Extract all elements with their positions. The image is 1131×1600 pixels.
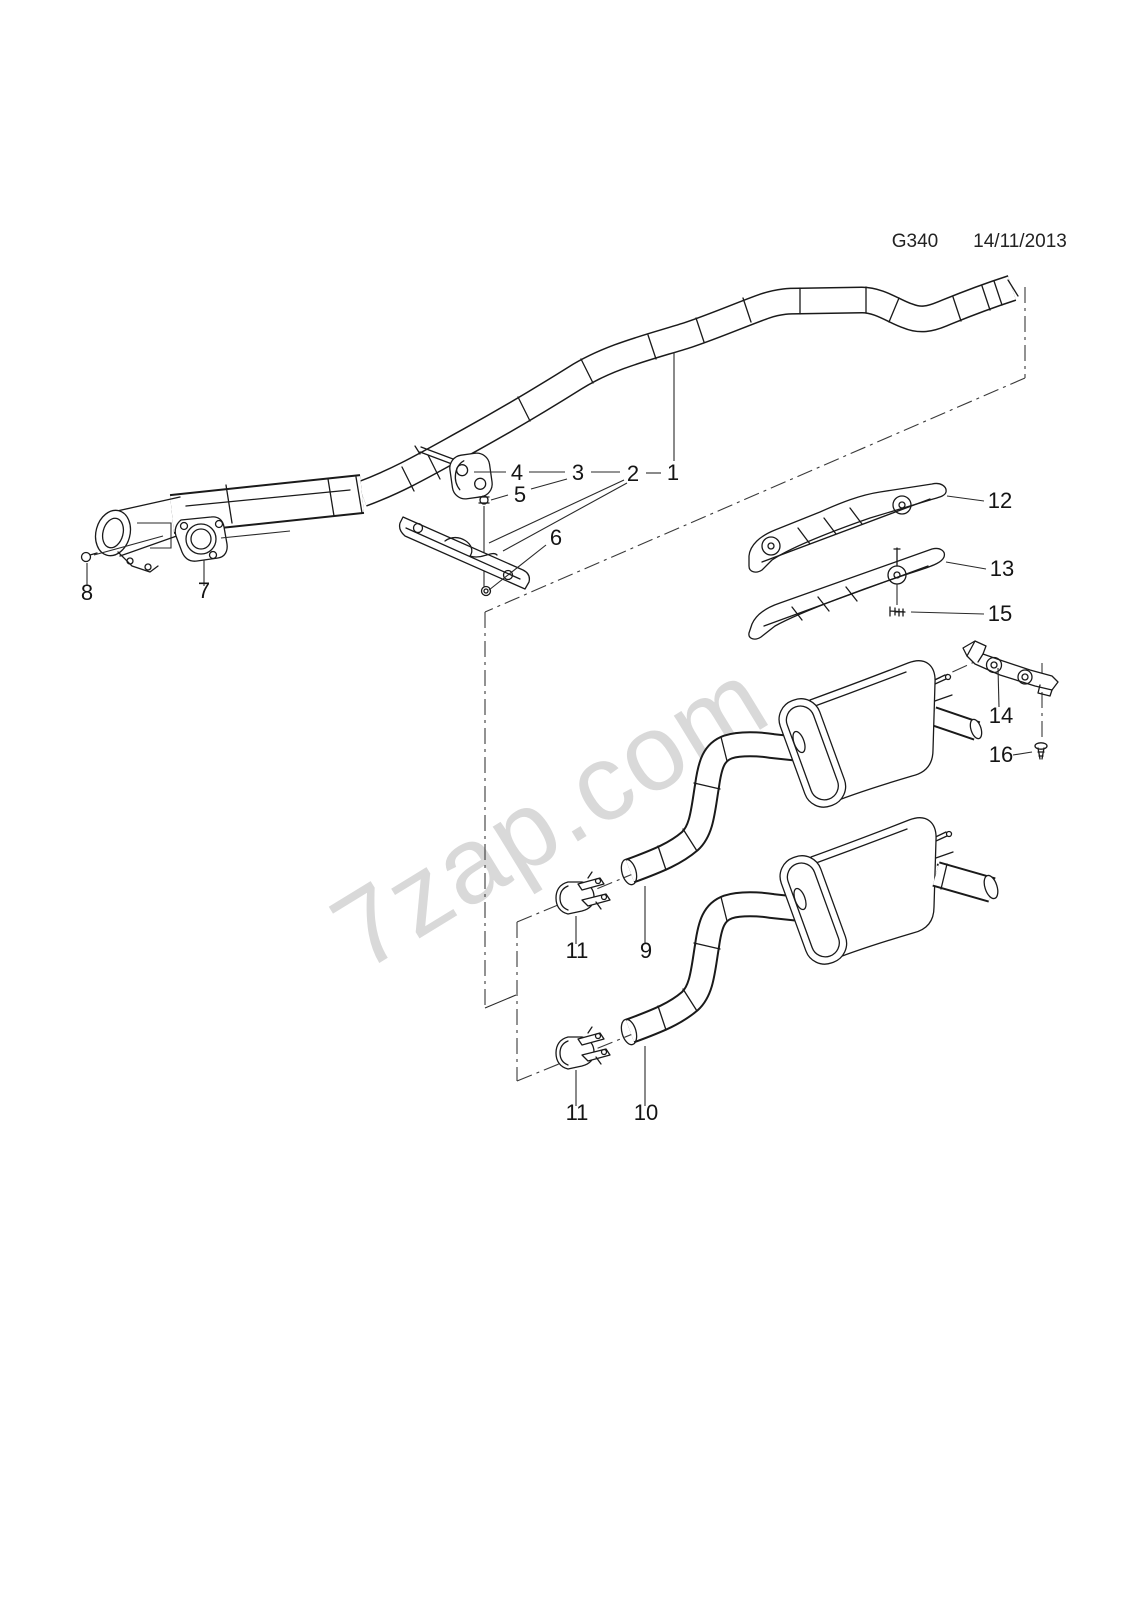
muffler-rear-tip bbox=[932, 861, 999, 903]
flange-leader bbox=[220, 530, 291, 539]
rubber-hanger bbox=[449, 452, 493, 500]
callout-13[interactable]: 13 bbox=[990, 556, 1014, 581]
bolt-leader bbox=[93, 535, 164, 556]
step-leader bbox=[137, 522, 172, 549]
flange-bolt bbox=[80, 551, 98, 563]
shield-screw bbox=[889, 606, 906, 617]
tailpipe-front bbox=[620, 731, 802, 886]
callout-9[interactable]: 9 bbox=[640, 938, 652, 963]
muffler-rear bbox=[774, 818, 984, 970]
callout-2[interactable]: 2 bbox=[627, 461, 639, 486]
flange-gasket bbox=[174, 516, 228, 562]
callout-7[interactable]: 7 bbox=[198, 578, 210, 603]
heat-shield-lower bbox=[748, 547, 946, 640]
callout-6[interactable]: 6 bbox=[550, 525, 562, 550]
callout-10[interactable]: 10 bbox=[634, 1100, 658, 1125]
muffler-front bbox=[778, 660, 983, 808]
bracket-bolt bbox=[1034, 742, 1048, 760]
mounting-bracket bbox=[398, 516, 531, 590]
callout-16[interactable]: 16 bbox=[989, 742, 1013, 767]
figure-code: G340 bbox=[892, 231, 938, 252]
callout-15[interactable]: 15 bbox=[988, 601, 1012, 626]
rear-hanger-bracket bbox=[962, 640, 1059, 697]
tailpipe-rear bbox=[619, 897, 800, 1046]
callout-11b[interactable]: 11 bbox=[566, 1100, 589, 1125]
heat-shield-upper bbox=[748, 482, 947, 573]
bracket-nut bbox=[480, 585, 492, 597]
callout-14[interactable]: 14 bbox=[989, 703, 1013, 728]
callout-11a[interactable]: 11 bbox=[566, 938, 589, 963]
callout-1[interactable]: 1 bbox=[667, 460, 679, 485]
leader-lines bbox=[86, 352, 1033, 1106]
callout-8[interactable]: 8 bbox=[81, 580, 93, 605]
clamp-front bbox=[555, 871, 611, 915]
ghost-outline bbox=[484, 287, 1043, 1082]
callout-4[interactable]: 4 bbox=[511, 460, 523, 485]
figure-date: 14/11/2013 bbox=[973, 231, 1067, 252]
callout-5[interactable]: 5 bbox=[514, 482, 526, 507]
front-exhaust-pipe bbox=[94, 275, 1019, 573]
hanger-bolt bbox=[478, 495, 490, 505]
callout-3[interactable]: 3 bbox=[572, 460, 584, 485]
callout-12[interactable]: 12 bbox=[988, 488, 1012, 513]
clamp-rear bbox=[555, 1026, 611, 1070]
